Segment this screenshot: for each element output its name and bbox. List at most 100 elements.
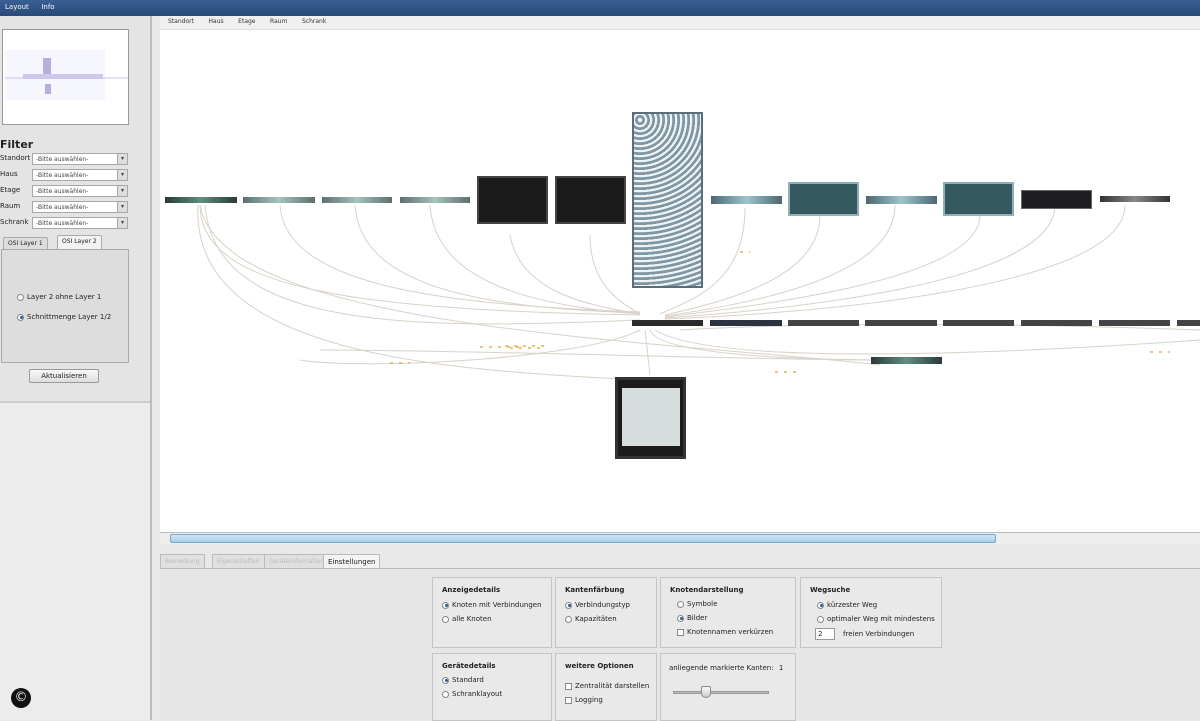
switch-chassis-node[interactable] [943, 182, 1014, 216]
crumb-etage[interactable]: Etage [238, 18, 256, 25]
raum-select[interactable]: -Bitte auswählen-▾ [32, 201, 128, 213]
weitere-optionen-group: weitere Optionen Zentralität darstellen … [555, 653, 657, 721]
option-optimaler-weg[interactable]: optimaler Weg mit mindestens [817, 615, 935, 623]
haus-select[interactable]: -Bitte auswählen-▾ [32, 169, 128, 181]
radio-button[interactable] [677, 614, 684, 622]
crumb-raum[interactable]: Raum [270, 18, 288, 25]
network-graph-canvas[interactable] [160, 30, 1200, 532]
option-alle-knoten[interactable]: alle Knoten [442, 615, 492, 623]
option-label: Verbindungstyp [575, 601, 630, 609]
option-standard[interactable]: Standard [442, 676, 484, 684]
option-zentralitaet[interactable]: Zentralität darstellen [565, 682, 649, 690]
crumb-schrank[interactable]: Schrank [301, 18, 327, 25]
option-label: Kapazitäten [575, 615, 617, 623]
radio-button[interactable] [565, 601, 572, 609]
kanten-slider-track[interactable] [673, 691, 769, 694]
switch-node[interactable] [632, 320, 703, 326]
router-chassis-node[interactable] [555, 176, 626, 224]
radio-button[interactable] [17, 313, 24, 321]
option-label: Knoten mit Verbindungen [452, 601, 542, 609]
menu-info[interactable]: Info [41, 3, 55, 11]
filter-label: Haus [0, 170, 18, 178]
option-knoten-mit-verbindungen[interactable]: Knoten mit Verbindungen [442, 601, 542, 609]
option-layer2-ohne-layer1[interactable]: Layer 2 ohne Layer 1 [17, 293, 101, 301]
switch-node[interactable] [865, 320, 937, 326]
kanten-label: anliegende markierte Kanten: [669, 664, 774, 672]
kantenfaerbung-group: Kantenfärbung Verbindungstyp Kapazitäten [555, 577, 657, 648]
option-kapazitaeten[interactable]: Kapazitäten [565, 615, 617, 623]
chevron-down-icon: ▾ [117, 186, 127, 196]
checkbox[interactable] [677, 628, 684, 636]
freie-verbindungen-input[interactable]: 2 [815, 628, 835, 640]
option-schnittmenge[interactable]: Schnittmenge Layer 1/2 [17, 313, 111, 321]
option-schranklayout[interactable]: Schranklayout [442, 690, 502, 698]
tab-einstellungen[interactable]: Einstellungen [323, 554, 381, 568]
option-bilder[interactable]: Bilder [677, 614, 707, 622]
switch-node[interactable] [871, 357, 942, 364]
switch-node[interactable] [165, 197, 237, 203]
bottom-tabs: Bemerkung Eigenschaften Geräteinformatio… [160, 554, 1200, 568]
appliance-node[interactable] [1021, 190, 1092, 209]
horizontal-scrollbar[interactable] [160, 532, 1200, 544]
tab-osi-layer-2[interactable]: OSI Layer 2 [57, 235, 102, 249]
switch-chassis-node[interactable] [788, 182, 859, 216]
switch-node[interactable] [1100, 196, 1170, 202]
switch-node[interactable] [400, 197, 470, 203]
radio-button[interactable] [677, 600, 684, 608]
switch-node[interactable] [711, 196, 782, 204]
radio-button[interactable] [442, 676, 449, 684]
menu-layout[interactable]: Layout [5, 3, 29, 11]
switch-node[interactable] [1177, 320, 1200, 326]
minimap-graphic [5, 50, 128, 100]
switch-node[interactable] [322, 197, 392, 203]
filter-row-raum: Raum -Bitte auswählen-▾ [0, 201, 130, 213]
switch-node[interactable] [710, 320, 782, 326]
group-title: Wegsuche [810, 586, 851, 594]
schrank-select[interactable]: -Bitte auswählen-▾ [32, 217, 128, 229]
graph-overview-minimap[interactable] [2, 29, 129, 125]
knotendarstellung-group: Knotendarstellung Symbole Bilder Knotenn… [660, 577, 796, 648]
option-label: Bilder [687, 614, 708, 622]
chevron-down-icon: ▾ [117, 202, 127, 212]
radio-button[interactable] [817, 615, 824, 623]
crumb-standort[interactable]: Standort [168, 18, 194, 25]
anzeigedetails-group: Anzeigedetails Knoten mit Verbindungen a… [432, 577, 552, 648]
chassis-face [622, 388, 680, 446]
server-rack-node[interactable] [632, 112, 703, 288]
switch-node[interactable] [1099, 320, 1170, 326]
router-chassis-node[interactable] [477, 176, 548, 224]
option-knotennamen-verkuerzen[interactable]: Knotennamen verkürzen [677, 628, 773, 636]
switch-node[interactable] [866, 196, 937, 204]
tab-eigenschaften[interactable]: Eigenschaften [212, 554, 265, 568]
radio-button[interactable] [17, 293, 24, 301]
tab-bemerkung[interactable]: Bemerkung [160, 554, 205, 568]
radio-button[interactable] [442, 615, 449, 623]
standort-select[interactable]: -Bitte auswählen-▾ [32, 153, 128, 165]
refresh-button[interactable]: Aktualisieren [29, 369, 99, 383]
crumb-haus[interactable]: Haus [208, 18, 224, 25]
radio-button[interactable] [442, 690, 449, 698]
switch-node[interactable] [1021, 320, 1092, 326]
checkbox[interactable] [565, 696, 572, 704]
kanten-slider-handle[interactable] [701, 686, 711, 698]
radio-button[interactable] [565, 615, 572, 623]
etage-select[interactable]: -Bitte auswählen- ▾ [32, 185, 128, 197]
option-verbindungstyp[interactable]: Verbindungstyp [565, 601, 630, 609]
radio-button[interactable] [442, 601, 449, 609]
filter-row-etage: Etage -Bitte auswählen-▾ [0, 185, 130, 197]
option-logging[interactable]: Logging [565, 696, 603, 704]
switch-node[interactable] [243, 197, 315, 203]
switch-node[interactable] [943, 320, 1014, 326]
tab-osi-layer-1[interactable]: OSI Layer 1 [3, 237, 48, 249]
option-symbole[interactable]: Symbole [677, 600, 717, 608]
filter-label: Raum [0, 202, 21, 210]
checkbox[interactable] [565, 682, 572, 690]
storage-chassis-node[interactable] [615, 377, 686, 459]
tab-geraeteinformation[interactable]: Geräteinformation [264, 554, 330, 568]
select-value: -Bitte auswählen- [36, 188, 89, 195]
scrollbar-thumb[interactable] [170, 534, 996, 543]
copyright-icon: © [11, 688, 31, 708]
switch-node[interactable] [788, 320, 859, 326]
radio-button[interactable] [817, 601, 824, 609]
option-kuerzester-weg[interactable]: kürzester Weg [817, 601, 877, 609]
